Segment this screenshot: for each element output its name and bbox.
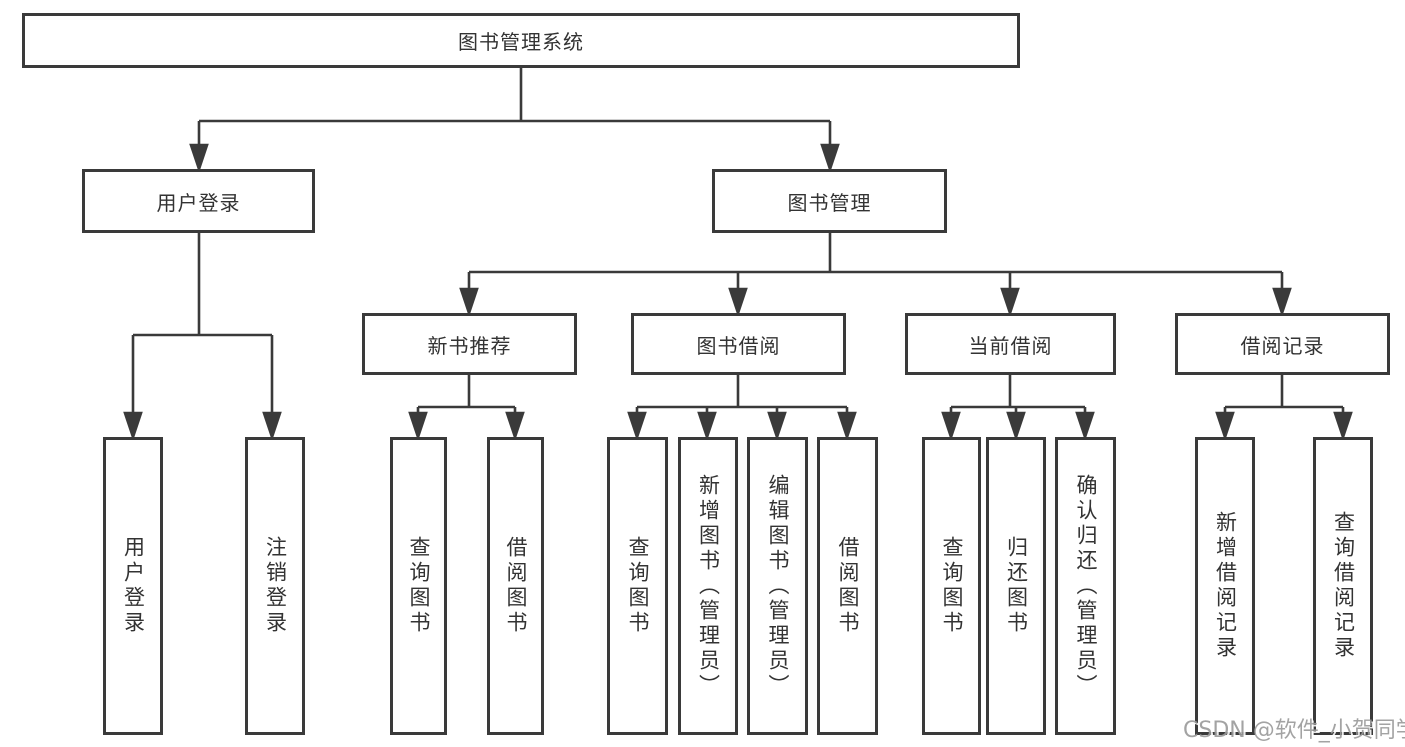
leaf-logout-label: 注销登录 (263, 536, 288, 636)
leaf-add-borrow-record-label: 新增借阅记录 (1213, 511, 1238, 661)
node-user-login-label: 用户登录 (156, 190, 241, 215)
node-current-borrow-label: 当前借阅 (968, 333, 1053, 358)
node-book-borrow: 图书借阅 (631, 313, 846, 375)
node-book-management: 图书管理 (712, 169, 947, 233)
leaf-borrow-books-label: 借阅图书 (836, 536, 860, 636)
leaf-query-books-recommend-label: 查询图书 (407, 536, 431, 636)
node-borrow-records: 借阅记录 (1175, 313, 1390, 375)
leaf-confirm-return-admin: 确认归还（管理员） (1055, 437, 1116, 735)
node-book-borrow-label: 图书借阅 (696, 333, 781, 358)
node-root: 图书管理系统 (22, 13, 1020, 68)
leaf-return-books: 归还图书 (986, 437, 1046, 735)
leaf-logout: 注销登录 (245, 437, 305, 735)
node-current-borrow: 当前借阅 (905, 313, 1116, 375)
leaf-add-books-admin: 新增图书（管理员） (678, 437, 738, 735)
node-new-book-recommend-label: 新书推荐 (427, 333, 512, 358)
connector-borrow-to-leaves (627, 375, 857, 442)
leaf-query-books-current: 查询图书 (922, 437, 981, 735)
leaf-query-books-current-label: 查询图书 (940, 536, 964, 636)
leaf-query-borrow-record-label: 查询借阅记录 (1331, 511, 1356, 661)
leaf-edit-books-admin: 编辑图书（管理员） (747, 437, 808, 735)
leaf-borrow-books: 借阅图书 (817, 437, 878, 735)
leaf-user-login-label: 用户登录 (121, 536, 146, 636)
node-new-book-recommend: 新书推荐 (362, 313, 577, 375)
node-borrow-records-label: 借阅记录 (1240, 333, 1325, 358)
connector-newbooks-to-leaves (408, 375, 525, 442)
node-user-login: 用户登录 (82, 169, 315, 233)
leaf-borrow-books-recommend-label: 借阅图书 (504, 536, 528, 636)
leaf-add-borrow-record: 新增借阅记录 (1195, 437, 1255, 735)
leaf-return-books-label: 归还图书 (1004, 536, 1029, 636)
node-book-management-label: 图书管理 (787, 190, 872, 215)
connector-records-to-leaves (1215, 375, 1353, 442)
csdn-watermark: CSDN @软件_小贺同学 (1183, 718, 1405, 743)
leaf-edit-books-admin-label: 编辑图书（管理员） (766, 473, 790, 699)
leaf-query-books-borrow: 查询图书 (607, 437, 668, 735)
leaf-add-books-admin-label: 新增图书（管理员） (696, 473, 721, 699)
leaf-user-login: 用户登录 (103, 437, 163, 735)
connector-root-to-level2 (189, 68, 840, 174)
leaf-query-books-recommend: 查询图书 (390, 437, 447, 735)
leaf-query-borrow-record: 查询借阅记录 (1313, 437, 1373, 735)
node-root-label: 图书管理系统 (458, 30, 584, 54)
leaf-query-books-borrow-label: 查询图书 (626, 536, 650, 636)
connector-current-to-leaves (941, 375, 1095, 442)
leaf-confirm-return-admin-label: 确认归还（管理员） (1074, 473, 1098, 699)
connector-bookmgmt-to-level3 (459, 233, 1292, 318)
leaf-borrow-books-recommend: 借阅图书 (487, 437, 544, 735)
connector-userlogin-to-leaves (123, 233, 282, 442)
